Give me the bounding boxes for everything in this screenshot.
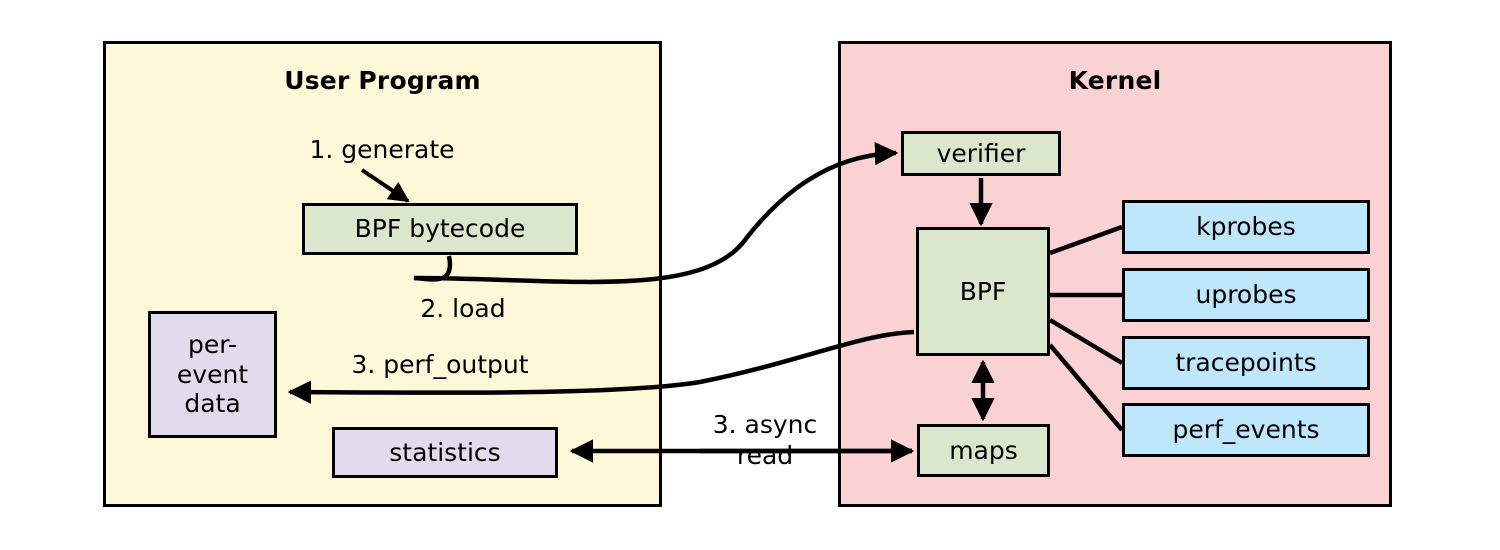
node-per-event-data[interactable]: per- event data: [148, 311, 277, 438]
kernel-title: Kernel: [1068, 66, 1162, 95]
node-statistics-label: statistics: [389, 437, 501, 467]
node-tracepoints[interactable]: tracepoints: [1122, 336, 1370, 390]
node-uprobes[interactable]: uprobes: [1122, 268, 1370, 322]
node-tracepoints-label: tracepoints: [1175, 348, 1317, 378]
node-verifier[interactable]: verifier: [901, 131, 1061, 176]
node-maps[interactable]: maps: [917, 424, 1050, 477]
node-bpf-bytecode[interactable]: BPF bytecode: [302, 203, 578, 255]
user-program-title: User Program: [284, 66, 481, 95]
node-kprobes-label: kprobes: [1196, 212, 1296, 242]
edge-label-load: 2. load: [420, 294, 506, 323]
node-uprobes-label: uprobes: [1195, 280, 1297, 310]
node-perf-events[interactable]: perf_events: [1122, 403, 1370, 457]
node-bpf-label: BPF: [959, 276, 1007, 306]
edge-label-async-read: 3. async read: [712, 410, 818, 470]
node-perf-events-label: perf_events: [1172, 415, 1320, 445]
node-bpf-bytecode-label: BPF bytecode: [354, 214, 526, 244]
node-statistics[interactable]: statistics: [332, 427, 558, 478]
node-per-event-data-label: per- event data: [176, 330, 249, 419]
edge-label-generate: 1. generate: [309, 135, 455, 164]
node-verifier-label: verifier: [936, 138, 1026, 168]
node-kprobes[interactable]: kprobes: [1122, 200, 1370, 254]
node-bpf[interactable]: BPF: [916, 227, 1050, 356]
node-maps-label: maps: [949, 435, 1018, 465]
edge-label-perf-output: 3. perf_output: [351, 350, 529, 379]
